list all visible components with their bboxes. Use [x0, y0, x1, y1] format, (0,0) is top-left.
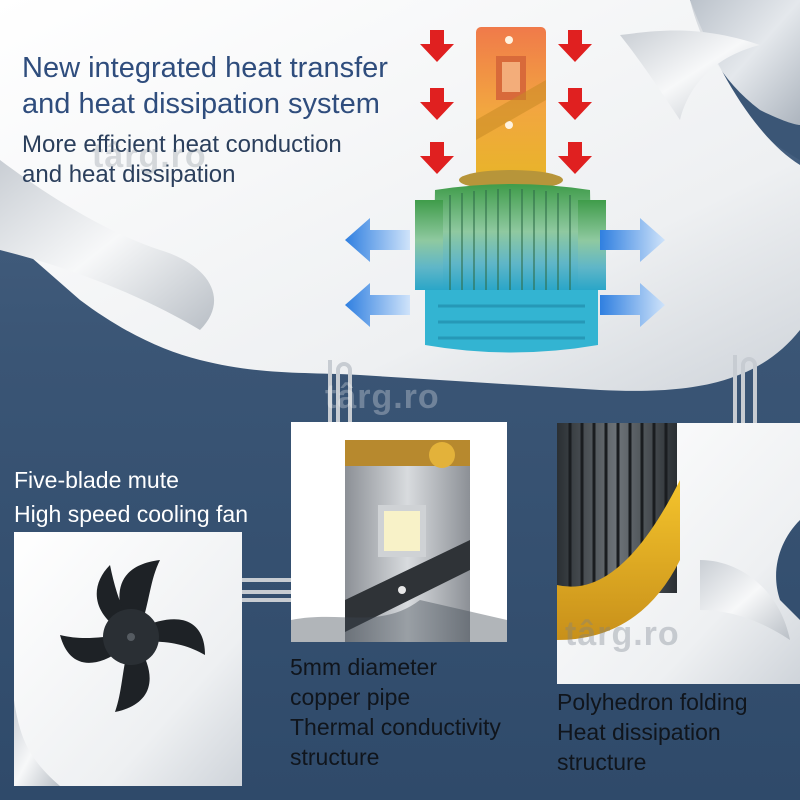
watermark: târg.ro — [92, 137, 207, 175]
polyhedron-caption-line-1: Polyhedron folding — [557, 689, 748, 715]
headline: New integrated heat transfer and heat di… — [22, 50, 388, 122]
pipe-caption-line-2: copper pipe — [290, 684, 411, 710]
polyhedron-card — [557, 423, 800, 684]
polyhedron-caption-line-3: structure — [557, 749, 647, 775]
cooling-fan — [60, 560, 205, 712]
fan-caption-line-1: Five-blade mute — [14, 467, 179, 493]
polyhedron-caption-line-2: Heat dissipation — [557, 719, 721, 745]
fan-caption-line-2: High speed cooling fan — [14, 501, 248, 527]
headline-line-2: and heat dissipation system — [22, 88, 380, 120]
pipe-caption-line-3: Thermal conductivity — [290, 714, 501, 740]
headline-line-1: New integrated heat transfer — [22, 52, 388, 84]
pipe-caption: 5mm diameter copper pipe Thermal conduct… — [290, 652, 501, 772]
polyhedron-caption: Polyhedron folding Heat dissipation stru… — [557, 687, 748, 777]
subheadline: More efficient heat conduction and heat … — [22, 130, 342, 190]
subheadline-line-1: More efficient heat conduction — [22, 131, 342, 158]
pipe-caption-line-4: structure — [290, 744, 380, 770]
heat-arrows — [420, 30, 592, 174]
fan-caption: Five-blade mute High speed cooling fan — [14, 463, 248, 531]
subheadline-line-2: and heat dissipation — [22, 161, 236, 188]
bulb-heatsink — [415, 184, 606, 353]
pipe-caption-line-1: 5mm diameter — [290, 654, 437, 680]
paper-curl — [620, 30, 760, 121]
bulb-led-block — [476, 27, 546, 177]
watermark: târg.ro — [325, 378, 440, 416]
watermark: târg.ro — [565, 615, 680, 653]
copper-pipe-card — [291, 422, 507, 642]
paper-curl-left — [0, 160, 215, 330]
air-arrows — [345, 218, 665, 327]
